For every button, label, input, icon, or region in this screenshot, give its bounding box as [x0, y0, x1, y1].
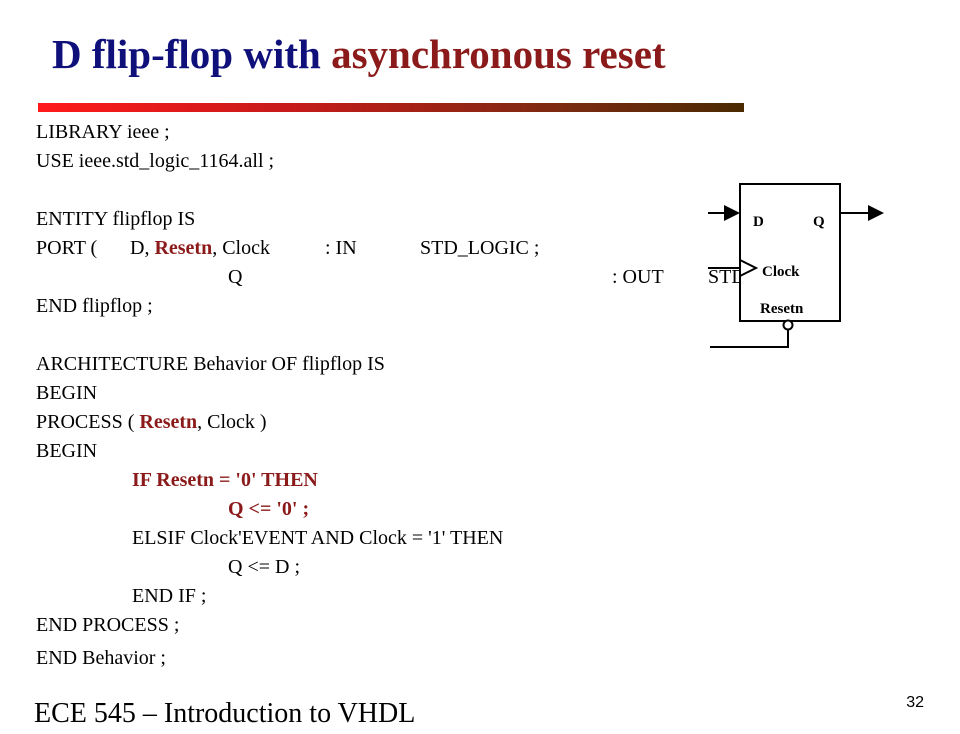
title-part-1: D flip-flop with: [52, 31, 332, 77]
code-text: END IF ;: [132, 585, 207, 607]
code-text: LIBRARY ieee ;: [36, 121, 170, 143]
process-keyword: PROCESS (: [36, 411, 140, 433]
flipflop-diagram: D Q Clock Resetn: [700, 180, 890, 355]
flipflop-box: [739, 183, 841, 322]
code-text: ENTITY flipflop IS: [36, 208, 196, 230]
code-text: ARCHITECTURE Behavior OF flipflop IS: [36, 353, 385, 375]
code-text: END Behavior ;: [36, 647, 166, 669]
resetn-pin-label: Resetn: [760, 301, 804, 317]
resetn-wire: [710, 330, 789, 348]
code-text-highlight: IF Resetn = '0' THEN: [132, 469, 318, 491]
code-text: ELSIF Clock'EVENT AND Clock = '1' THEN: [132, 527, 504, 549]
slide-title: D flip-flop with asynchronous reset: [52, 28, 666, 80]
page-number: 32: [906, 694, 924, 711]
process-resetn: Resetn: [139, 411, 198, 433]
code-text: : IN: [325, 237, 357, 259]
code-text: BEGIN: [36, 382, 98, 404]
resetn-bubble: [782, 319, 794, 331]
code-text: : OUT: [612, 266, 664, 288]
code-text: END PROCESS ;: [36, 614, 180, 636]
clock-triangle: [739, 259, 759, 277]
code-text: BEGIN: [36, 440, 98, 462]
code-text: PORT (: [36, 237, 98, 259]
port-d: D,: [130, 237, 155, 259]
code-text: D, Resetn, Clock: [130, 234, 270, 263]
code-text: USE ieee.std_logic_1164.all ;: [36, 150, 275, 172]
port-q: Q: [228, 266, 243, 288]
footer-course-title: ECE 545 – Introduction to VHDL: [34, 698, 416, 729]
code-text: END flipflop ;: [36, 295, 153, 317]
d-pin-label: D: [753, 214, 764, 230]
code-text: Q <= D ;: [228, 556, 301, 578]
title-part-2: asynchronous reset: [331, 31, 666, 77]
q-pin-label: Q: [813, 214, 825, 230]
process-clock: , Clock ): [197, 411, 267, 433]
code-text-highlight: Q <= '0' ;: [228, 498, 310, 520]
port-clock: , Clock: [212, 237, 270, 259]
title-underline-bar: [38, 103, 744, 112]
code-text: PROCESS ( Resetn, Clock ): [36, 408, 267, 437]
port-resetn: Resetn: [154, 237, 213, 259]
code-text: STD_LOGIC ;: [420, 237, 540, 259]
flipflop-svg: D Q Clock Resetn: [708, 183, 884, 348]
clock-pin-label: Clock: [762, 264, 800, 280]
